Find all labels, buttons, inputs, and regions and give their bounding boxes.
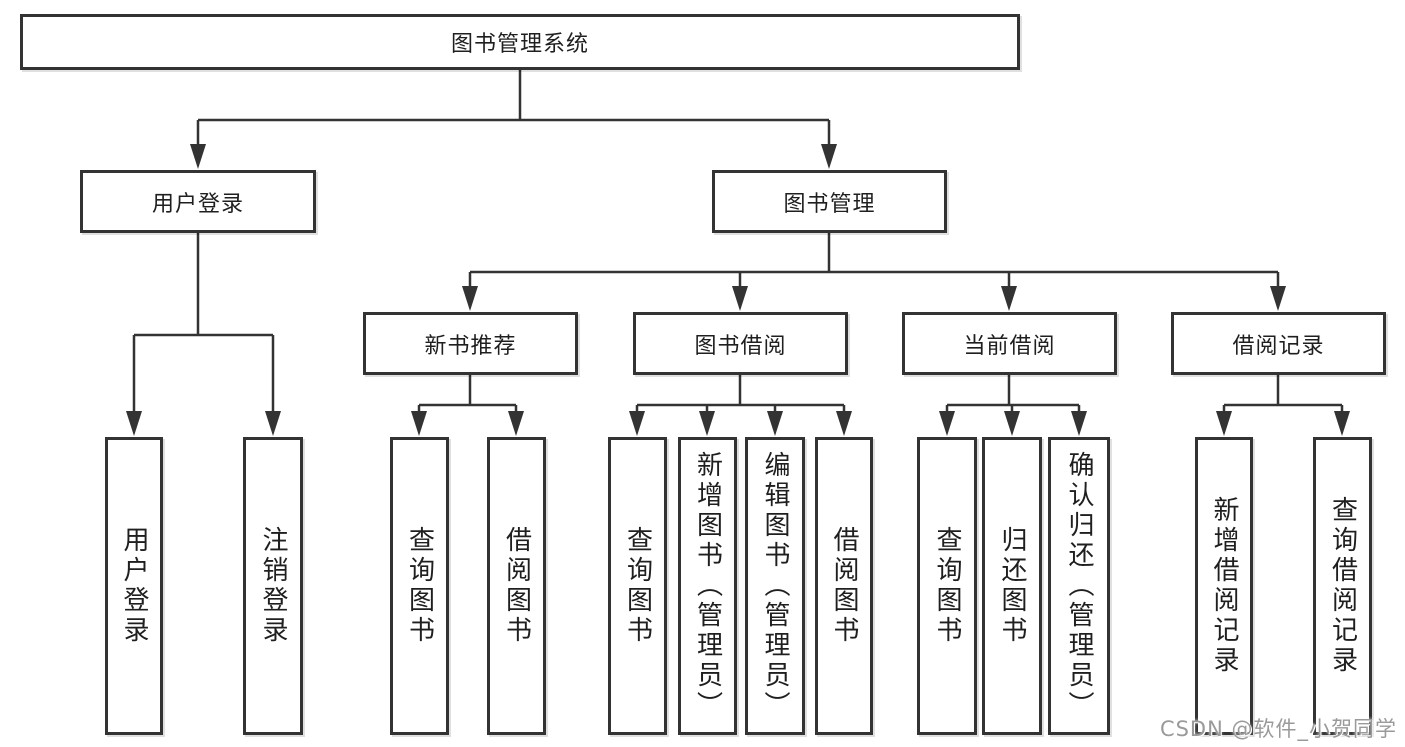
node-leaf-return-books: 归还图书 — [982, 437, 1042, 735]
node-leaf-add-borrow-record: 新增借阅记录 — [1195, 437, 1253, 735]
connector-user-login-to-leaves — [132, 233, 275, 413]
node-user-login: 用户登录 — [80, 170, 316, 233]
node-label: 图书管理系统 — [450, 32, 589, 57]
node-label: 新增借阅记录 — [1209, 496, 1239, 676]
node-leaf-query-books: 查询图书 — [390, 437, 449, 735]
node-label: 借阅记录 — [1232, 333, 1325, 359]
node-leaf-user-login: 用户登录 — [105, 437, 163, 735]
node-label: 查询图书 — [404, 526, 435, 646]
node-label: 确认归还（管理员） — [1064, 451, 1094, 721]
node-label: 用户登录 — [119, 526, 149, 646]
node-label: 查询图书 — [622, 526, 653, 646]
node-leaf-logout: 注销登录 — [243, 437, 303, 735]
node-label: 编辑图书（管理员） — [760, 451, 790, 721]
connector-borrow-records-to-leaves — [1222, 375, 1344, 413]
node-label: 图书借阅 — [694, 333, 787, 359]
node-book-management: 图书管理 — [712, 170, 947, 233]
node-leaf-query-books: 查询图书 — [917, 437, 977, 735]
node-label: 借阅图书 — [829, 526, 859, 646]
node-leaf-query-books: 查询图书 — [608, 437, 667, 735]
node-label: 新书推荐 — [424, 333, 517, 359]
connector-book-mgmt-to-level2 — [468, 233, 1280, 288]
node-leaf-add-books-admin: 新增图书（管理员） — [678, 437, 737, 735]
node-current-borrowing: 当前借阅 — [902, 312, 1117, 375]
node-leaf-edit-books-admin: 编辑图书（管理员） — [745, 437, 805, 735]
arrowheads — [126, 144, 1350, 436]
node-library-management-system: 图书管理系统 — [20, 14, 1020, 70]
node-label: 图书管理 — [783, 191, 876, 217]
node-label: 借阅图书 — [501, 526, 532, 646]
node-label: 查询借阅记录 — [1327, 496, 1358, 676]
node-label: 归还图书 — [997, 526, 1027, 646]
node-new-book-recommendation: 新书推荐 — [363, 312, 578, 375]
node-borrowing-records: 借阅记录 — [1171, 312, 1386, 375]
csdn-watermark: CSDN @软件_小贺同学 — [1159, 717, 1397, 741]
node-leaf-borrow-books: 借阅图书 — [487, 437, 546, 735]
node-book-borrowing: 图书借阅 — [633, 312, 848, 375]
node-label: 当前借阅 — [963, 333, 1056, 359]
node-leaf-confirm-return-admin: 确认归还（管理员） — [1048, 437, 1110, 735]
node-label: 注销登录 — [258, 526, 288, 646]
connector-new-book-rec-to-leaves — [417, 375, 518, 413]
node-label: 新增图书（管理员） — [692, 451, 723, 721]
connector-book-borrow-to-leaves — [635, 375, 846, 413]
connector-root-to-level1 — [196, 70, 831, 146]
connector-current-borrow-to-leaves — [945, 375, 1081, 413]
node-label: 用户登录 — [151, 191, 244, 217]
node-leaf-borrow-books: 借阅图书 — [815, 437, 873, 735]
node-label: 查询图书 — [932, 526, 962, 646]
node-leaf-query-borrow-record: 查询借阅记录 — [1313, 437, 1372, 735]
